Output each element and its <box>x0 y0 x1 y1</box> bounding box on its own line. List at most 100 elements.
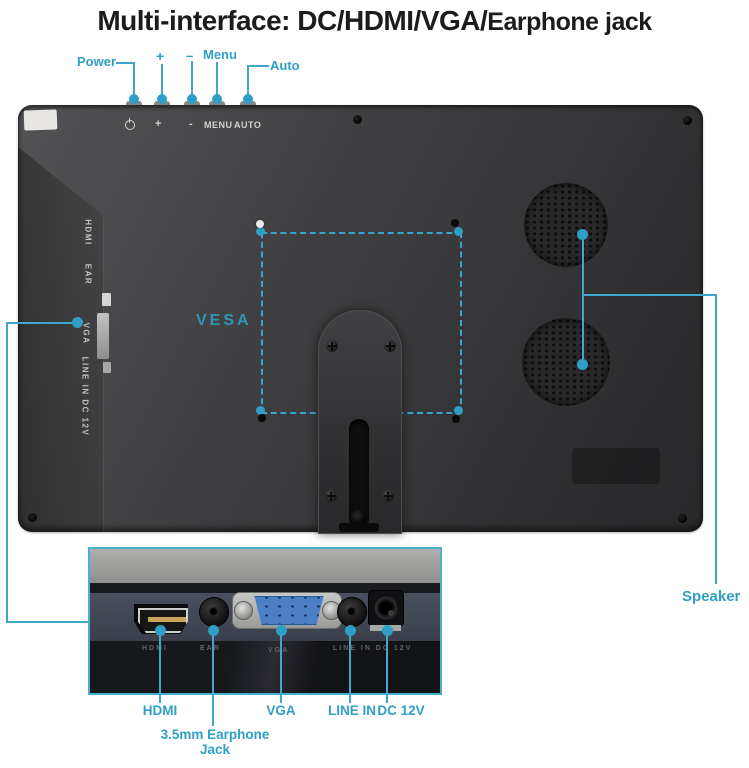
earphone-label-line1: 3.5mm Earphone <box>160 727 270 742</box>
vesa-corner-dot <box>454 227 463 236</box>
bracket-screw <box>326 340 338 352</box>
callout-line <box>280 630 282 703</box>
embossed-ear: EAR <box>200 645 221 652</box>
power-button <box>126 101 142 107</box>
menu-callout-label: Menu <box>203 47 237 62</box>
screw <box>678 514 687 523</box>
port-callout-dot <box>155 625 166 636</box>
vesa-label: VESA <box>196 312 252 329</box>
port-callout-dot <box>208 625 219 636</box>
plus-print-label: + <box>155 118 162 130</box>
side-ear-connector <box>102 293 111 306</box>
callout-line <box>582 294 717 296</box>
minus-callout-label: – <box>186 48 194 63</box>
callout-line <box>247 65 269 67</box>
minus-button <box>184 101 200 107</box>
callout-line <box>6 621 90 623</box>
dc-power-port <box>368 590 404 627</box>
side-ports-callout-dot <box>72 317 83 328</box>
line-in-port <box>337 597 367 627</box>
title-sub: Earphone jack <box>487 8 652 36</box>
speaker-callout-dot <box>577 359 588 370</box>
line-in-label: LINE IN <box>327 703 376 718</box>
hdmi-contacts <box>148 617 186 622</box>
side-vga-connector <box>97 313 109 359</box>
speaker-grille-bottom <box>522 318 610 406</box>
callout-line <box>133 62 135 96</box>
bracket-screw <box>384 340 396 352</box>
callout-line <box>159 630 161 703</box>
dc-barrel <box>374 596 398 620</box>
plus-button <box>154 101 170 107</box>
line-in-hole <box>347 607 356 616</box>
embossed-hdmi: HDMI <box>142 645 168 652</box>
corner-sticker <box>23 109 58 131</box>
screw <box>28 513 37 522</box>
closeup-seam <box>90 583 440 593</box>
menu-button <box>209 101 225 107</box>
callout-line <box>191 61 193 96</box>
monitor-back: + - MENU AUTO HDMI EAR VGA LINE IN DC 12… <box>18 105 703 534</box>
power-callout-label: Power <box>77 54 117 69</box>
callout-line <box>247 65 249 96</box>
callout-line <box>6 322 8 623</box>
vesa-corner-dot <box>256 406 265 415</box>
vesa-corner-dot <box>454 406 463 415</box>
minus-print-label: - <box>189 118 194 130</box>
screw <box>353 115 362 124</box>
page-title: Multi-interface: DC/HDMI/VGA/Earphone ja… <box>0 5 749 37</box>
closeup-lower-case <box>90 641 440 693</box>
ports-closeup-panel: HDMI EAR VGA LINE IN DC 12V <box>88 547 442 695</box>
bracket-screw <box>382 490 394 502</box>
embossed-vga: VGA <box>268 647 290 654</box>
callout-line <box>715 294 717 584</box>
earphone-jack-hole <box>209 607 218 616</box>
callout-line <box>116 62 135 64</box>
callout-line <box>582 235 584 365</box>
monitor-side-face <box>18 147 104 532</box>
speaker-grille-top <box>524 183 608 267</box>
bracket-slot <box>349 419 369 529</box>
port-callout-dot <box>276 625 287 636</box>
vesa-hole <box>256 220 264 228</box>
callout-line <box>386 630 388 703</box>
callout-dot <box>157 94 167 104</box>
bracket-screw <box>325 490 337 502</box>
stand-bracket <box>318 310 402 534</box>
side-label-vga: VGA <box>81 322 91 345</box>
callout-line <box>161 64 163 96</box>
callout-line <box>6 322 77 324</box>
earphone-label: 3.5mm Earphone Jack <box>140 727 290 757</box>
side-seam <box>103 217 104 531</box>
auto-button <box>240 101 256 107</box>
vga-label: VGA <box>266 703 296 718</box>
plus-callout-label: + <box>156 48 165 64</box>
callout-line <box>216 62 218 96</box>
earphone-label-line2: Jack <box>199 742 231 757</box>
speaker-callout-dot <box>577 229 588 240</box>
side-label-line-in-dc: LINE IN DC 12V <box>80 356 90 437</box>
port-callout-dot <box>382 625 393 636</box>
bracket-bolt <box>351 510 366 525</box>
vga-port <box>232 592 342 629</box>
vga-connector <box>254 596 324 625</box>
screw <box>683 116 692 125</box>
vesa-hole <box>452 415 460 423</box>
vesa-hole <box>451 219 459 227</box>
side-dc-connector <box>103 362 111 373</box>
power-icon <box>125 118 135 130</box>
hdmi-label: HDMI <box>142 703 178 718</box>
auto-callout-label: Auto <box>270 58 300 73</box>
callout-dot <box>129 94 139 104</box>
port-callout-dot <box>345 625 356 636</box>
callout-dot <box>187 94 197 104</box>
dc-pin <box>388 610 394 616</box>
auto-print-label: AUTO <box>234 120 262 130</box>
callout-line <box>349 630 351 703</box>
vesa-hole <box>258 414 266 422</box>
dc-12v-label: DC 12V <box>377 703 425 718</box>
earphone-jack-port <box>199 597 229 627</box>
title-main: Multi-interface: DC/HDMI/VGA/ <box>97 5 488 36</box>
callout-dot <box>212 94 222 104</box>
